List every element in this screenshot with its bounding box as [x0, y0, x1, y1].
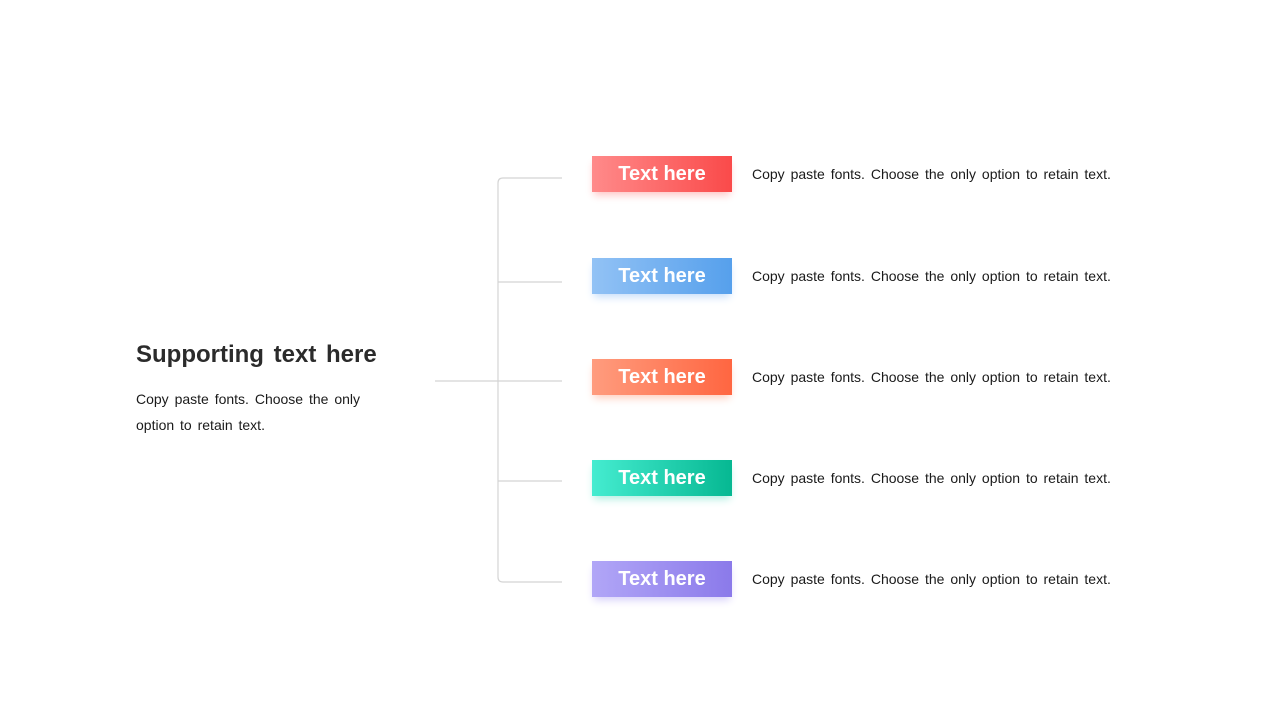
connector-bracket [497, 177, 562, 583]
badge-3: Text here [592, 359, 732, 395]
badge-label-1: Text here [618, 162, 706, 185]
item-description-1: Copy paste fonts. Choose the only option… [752, 166, 1111, 182]
list-item-3: Text here Copy paste fonts. Choose the o… [592, 359, 1111, 395]
badge-label-5: Text here [618, 567, 706, 590]
intro-text: Copy paste fonts. Choose the only option… [136, 391, 361, 433]
badge-label-4: Text here [618, 466, 706, 489]
badge-label-2: Text here [618, 264, 706, 287]
item-description-4: Copy paste fonts. Choose the only option… [752, 470, 1111, 486]
list-item-1: Text here Copy paste fonts. Choose the o… [592, 156, 1111, 192]
item-description-2: Copy paste fonts. Choose the only option… [752, 268, 1111, 284]
badge-2: Text here [592, 258, 732, 294]
list-item-4: Text here Copy paste fonts. Choose the o… [592, 460, 1111, 496]
badge-label-3: Text here [618, 365, 706, 388]
list-item-2: Text here Copy paste fonts. Choose the o… [592, 258, 1111, 294]
badge-4: Text here [592, 460, 732, 496]
intro-block: Supporting text here Copy paste fonts. C… [136, 340, 396, 438]
main-heading: Supporting text here [136, 341, 377, 368]
item-description-3: Copy paste fonts. Choose the only option… [752, 369, 1111, 385]
list-item-5: Text here Copy paste fonts. Choose the o… [592, 561, 1111, 597]
badge-1: Text here [592, 156, 732, 192]
badge-5: Text here [592, 561, 732, 597]
item-description-5: Copy paste fonts. Choose the only option… [752, 571, 1111, 587]
